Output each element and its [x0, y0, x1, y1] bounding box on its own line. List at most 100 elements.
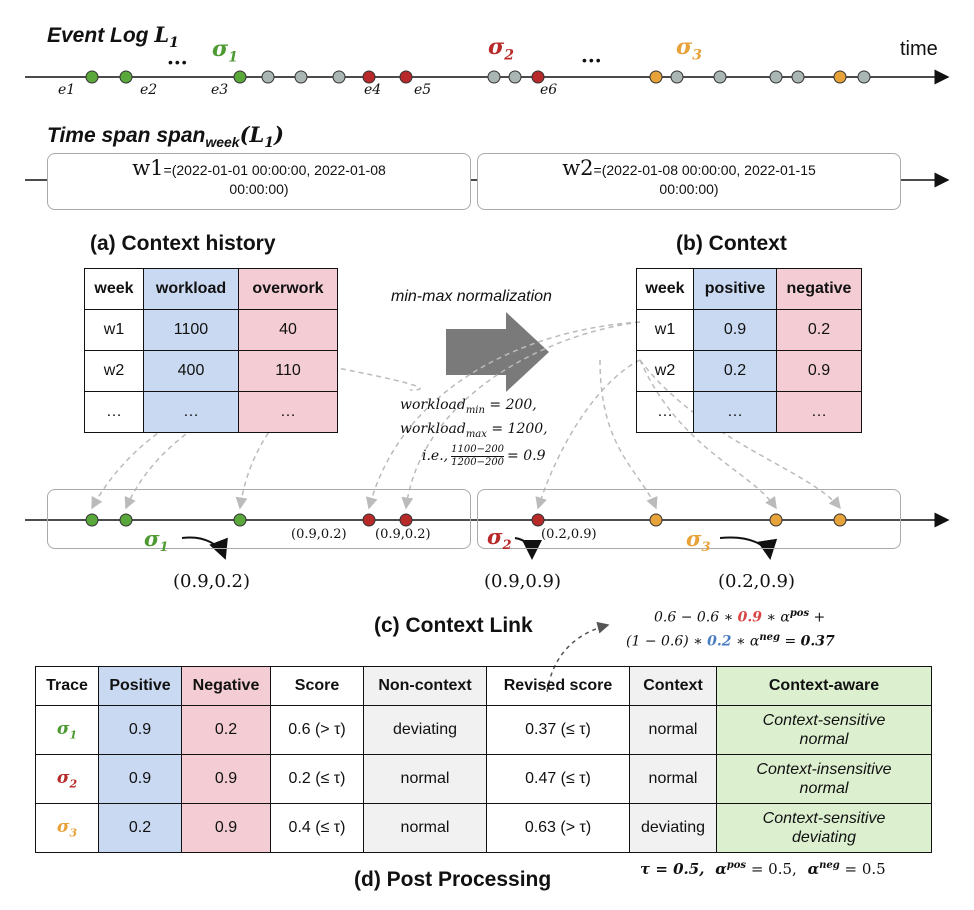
- pp-cell: 0.47 (≤ τ): [486, 754, 630, 804]
- pp-cell: normal: [363, 803, 487, 853]
- event-node: [670, 70, 684, 84]
- event-node: [261, 70, 275, 84]
- event-node: [857, 70, 871, 84]
- sigma3-curve-arrow: [719, 536, 778, 560]
- parameters-line: τ = 0.5, αpos = 0.5, αneg = 0.5: [640, 860, 886, 878]
- pp-header-negative: Negative: [181, 666, 271, 706]
- e4-context-pair: (0.9,0.2): [291, 527, 347, 542]
- ctx-cell: 0.2: [776, 309, 862, 351]
- pp-cell: 0.9: [98, 754, 182, 804]
- ch-cell: w2: [84, 350, 144, 392]
- pp-header-positive: Positive: [98, 666, 182, 706]
- sigma1-top-label: σ1: [212, 36, 238, 66]
- ch-cell: 40: [238, 309, 338, 351]
- revised-score-formula: 0.6 − 0.6 ∗ 0.9 ∗ αpos + (1 − 0.6) ∗ 0.2…: [626, 608, 835, 650]
- pp-cell: 0.9: [98, 705, 182, 755]
- ch-cell: …: [84, 391, 144, 433]
- link-node-e1: [85, 513, 99, 527]
- context-link-nodes: [85, 513, 847, 527]
- link-node: [833, 513, 847, 527]
- ellipsis-1: •••: [168, 54, 189, 70]
- event-node: [791, 70, 805, 84]
- ch-cell: 110: [238, 350, 338, 392]
- ch-header-workload: workload: [143, 268, 239, 310]
- pp-cell: 0.9: [181, 754, 271, 804]
- context-history-title: (a) Context history: [90, 232, 276, 255]
- sigma1-context-tuple: (0.9,0.2): [173, 571, 251, 592]
- sigma2-context-tuple: (0.9,0.9): [484, 571, 562, 592]
- link-week2-box: [477, 489, 901, 549]
- ctx-cell: w2: [636, 350, 694, 392]
- event-node: [769, 70, 783, 84]
- event-node: [332, 70, 346, 84]
- pp-cell: 0.2: [181, 705, 271, 755]
- ctx-header-positive: positive: [693, 268, 777, 310]
- ch-cell: …: [143, 391, 239, 433]
- sigma1-link-label: σ1: [144, 526, 169, 556]
- pp-cell: normal: [363, 754, 487, 804]
- pp-header-context: Context: [629, 666, 717, 706]
- event-label-e2: e2: [140, 82, 158, 98]
- week2-box: w2=(2022-01-08 00:00:00, 2022-01-15 00:0…: [477, 153, 901, 210]
- pp-header-noncontext: Non-context: [363, 666, 487, 706]
- event-node-e6: [531, 70, 545, 84]
- normalization-label: min-max normalization: [391, 288, 552, 305]
- pp-cell: 0.4 (≤ τ): [270, 803, 364, 853]
- timespan-title: Time span spanweek(L1): [47, 122, 284, 152]
- link-node-e4: [362, 513, 376, 527]
- event-label-e4: e4: [364, 82, 382, 98]
- sigma2-top-label: σ2: [488, 34, 514, 64]
- context-link-title: (c) Context Link: [374, 614, 533, 637]
- link-node-e2: [119, 513, 133, 527]
- trace-sigma3: σ3: [35, 803, 99, 853]
- week1-box: w1=(2022-01-01 00:00:00, 2022-01-08 00:0…: [47, 153, 471, 210]
- pp-cell: normal: [629, 754, 717, 804]
- link-node: [769, 513, 783, 527]
- link-node: [649, 513, 663, 527]
- link-node-e6: [531, 513, 545, 527]
- pp-header-trace: Trace: [35, 666, 99, 706]
- event-node-e2: [119, 70, 133, 84]
- event-node-e4: [362, 70, 376, 84]
- ch-cell: …: [238, 391, 338, 433]
- pp-cell: 0.9: [181, 803, 271, 853]
- sigma3-link-label: σ3: [686, 526, 711, 556]
- event-log-title: Event Log L1: [47, 22, 179, 52]
- table-row: σ2 0.9 0.9 0.2 (≤ τ) normal 0.47 (≤ τ) n…: [35, 754, 932, 804]
- pp-cell: 0.6 (> τ): [270, 705, 364, 755]
- context-title: (b) Context: [676, 232, 787, 255]
- trace-sigma1: σ1: [35, 705, 99, 755]
- event-node: [833, 70, 847, 84]
- ctx-cell: …: [693, 391, 777, 433]
- ctx-header-negative: negative: [776, 268, 862, 310]
- ch-header-overwork: overwork: [238, 268, 338, 310]
- e5-context-pair: (0.9,0.2): [375, 527, 431, 542]
- ctx-cell: 0.9: [776, 350, 862, 392]
- pp-header-revised-score: Revised score: [486, 666, 630, 706]
- event-node: [713, 70, 727, 84]
- sigma2-link-label: σ2: [487, 524, 512, 554]
- normalization-arrow: [446, 312, 549, 392]
- ctx-header-week: week: [636, 268, 694, 310]
- ctx-cell: 0.2: [693, 350, 777, 392]
- normalization-formula: workloadmin = 200, workloadmax = 1200, i…: [400, 397, 548, 468]
- week2-text: w2=(2022-01-08 00:00:00, 2022-01-15 00:0…: [562, 156, 816, 198]
- ch-cell: 400: [143, 350, 239, 392]
- event-node-e3: [233, 70, 247, 84]
- pp-cell: 0.37 (≤ τ): [486, 705, 630, 755]
- post-processing-table: Trace Positive Negative Score Non-contex…: [35, 666, 932, 853]
- pp-cell: 0.2: [98, 803, 182, 853]
- ch-header-week: week: [84, 268, 144, 310]
- event-node: [508, 70, 522, 84]
- table-row: σ3 0.2 0.9 0.4 (≤ τ) normal 0.63 (> τ) d…: [35, 803, 932, 853]
- event-node-e5: [399, 70, 413, 84]
- ctx-cell: 0.9: [693, 309, 777, 351]
- event-node: [487, 70, 501, 84]
- ellipsis-2: •••: [582, 52, 603, 68]
- event-node: [649, 70, 663, 84]
- time-label: time: [900, 38, 938, 60]
- trace-sigma2: σ2: [35, 754, 99, 804]
